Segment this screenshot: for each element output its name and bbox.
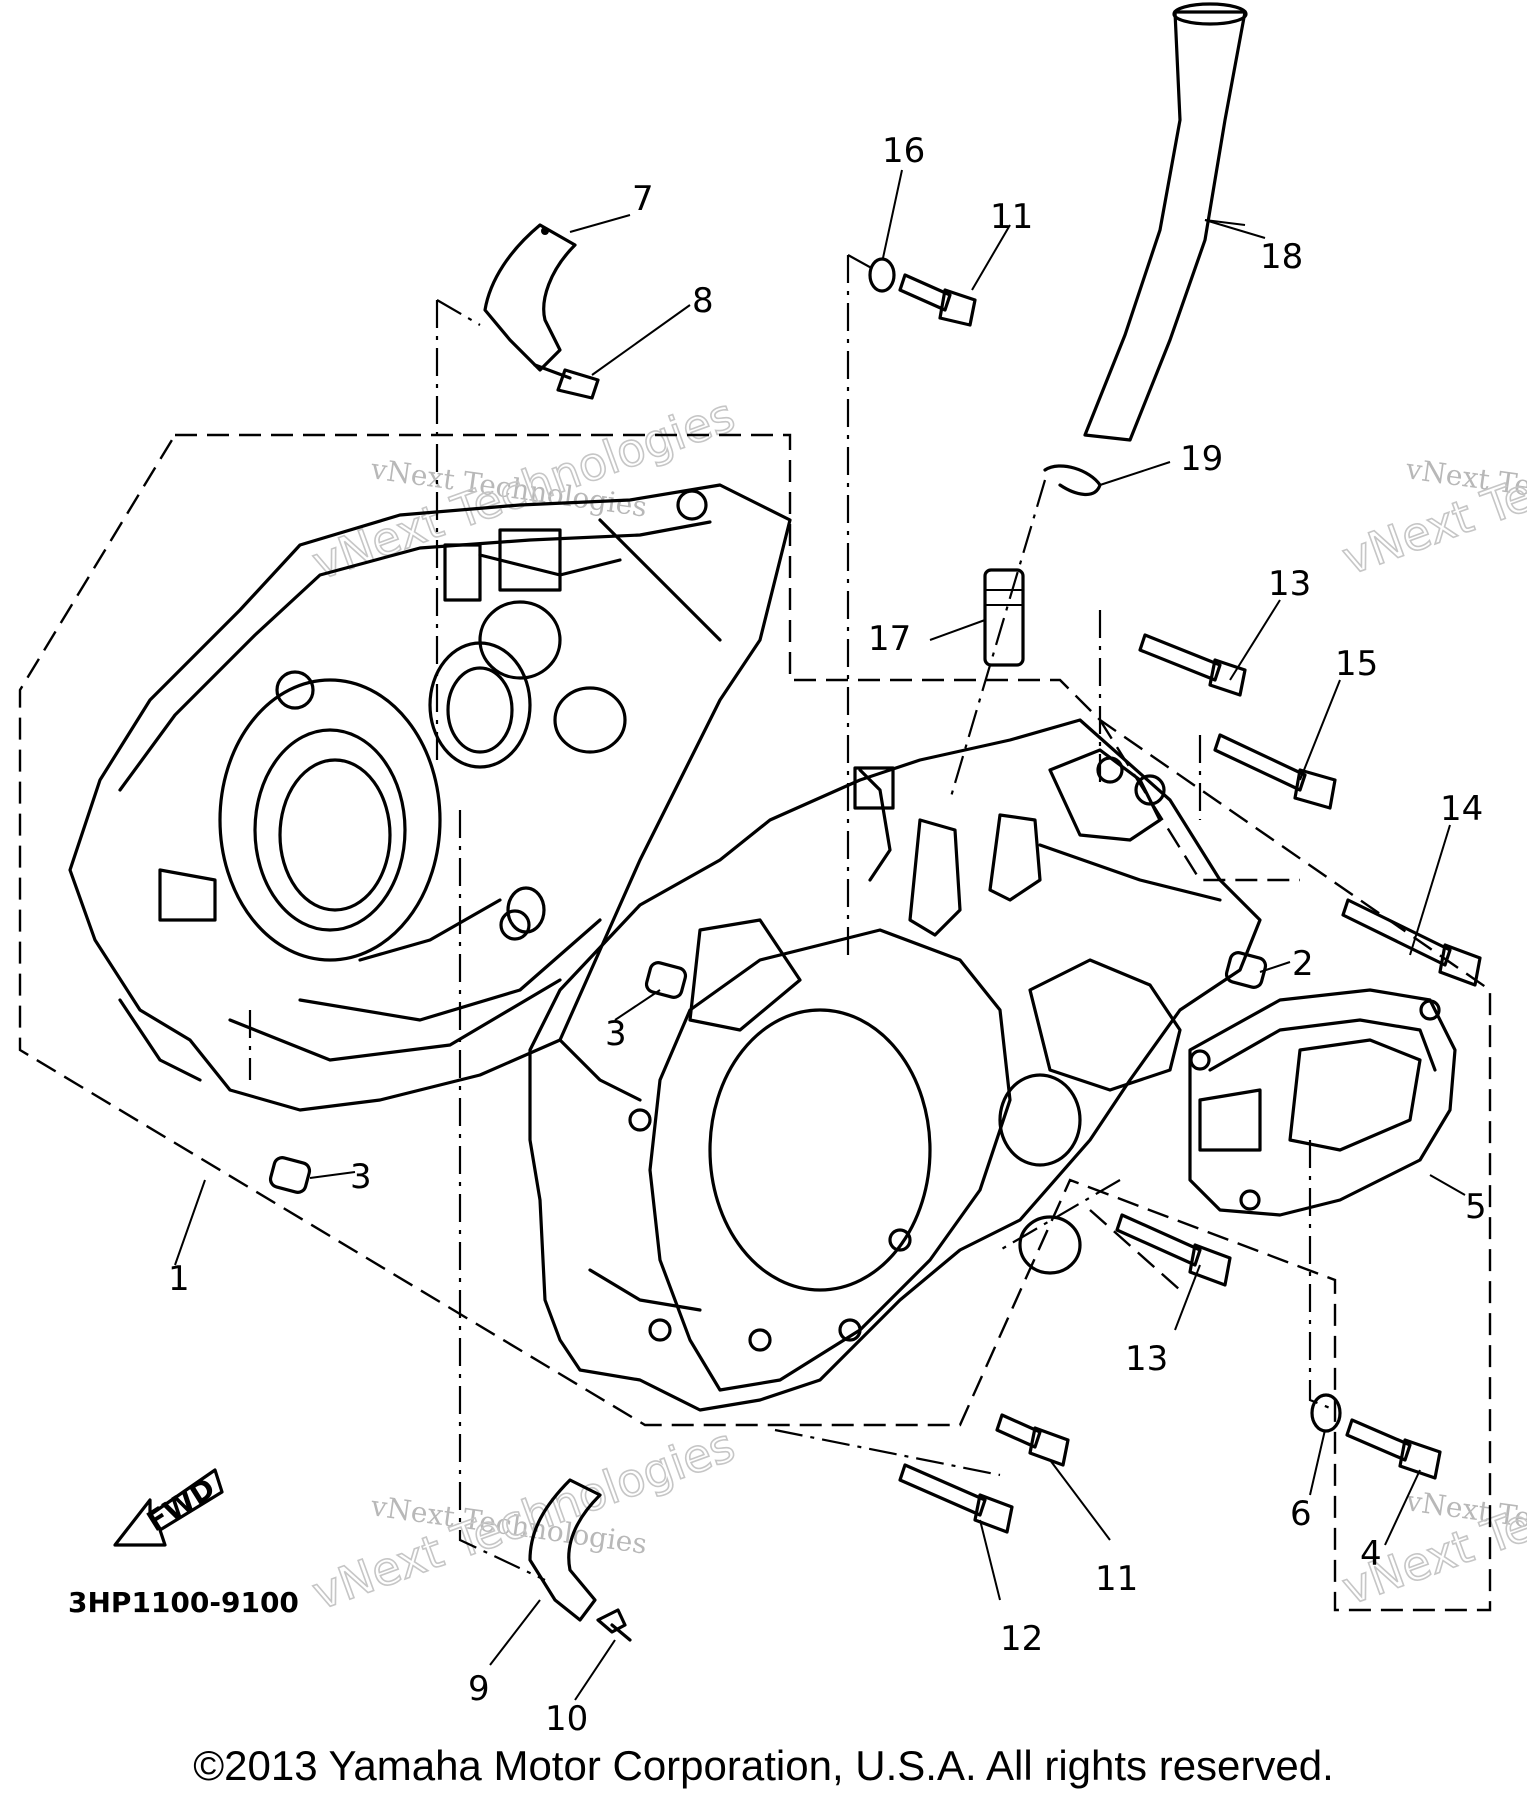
callout-labels: 1 2 3 3 4 5 6 7 8 9 10 11 11 12 13 13 14… — [168, 131, 1487, 1739]
callout-18: 18 — [1260, 237, 1303, 277]
dowel-2 — [1224, 951, 1268, 989]
callout-19: 19 — [1180, 439, 1223, 479]
bolt-13-upper — [1138, 633, 1247, 697]
callout-3: 3 — [605, 1014, 627, 1054]
oring — [506, 886, 546, 934]
bolt-13-lower — [1115, 1213, 1232, 1287]
callout-6: 6 — [1290, 1494, 1312, 1534]
callout-13: 13 — [1125, 1339, 1168, 1379]
part-17-hose-fitting — [983, 568, 1025, 667]
washer-6 — [1310, 1393, 1342, 1433]
dowel-3-upper — [644, 961, 688, 999]
washer-16 — [868, 257, 896, 293]
assembly-boundary-lines — [18, 433, 1492, 1612]
bolt-4 — [1345, 1418, 1442, 1480]
bolts — [268, 257, 1482, 1642]
callout-14: 14 — [1440, 789, 1483, 829]
part-18-breather-hose — [1083, 2, 1266, 442]
callout-7: 7 — [632, 179, 654, 219]
dowel-3-lower — [268, 1156, 312, 1194]
assembly-leader-lines — [248, 254, 1336, 1581]
callout-12: 12 — [1000, 1619, 1043, 1659]
bolt-11-lower — [995, 1413, 1070, 1467]
callout-3: 3 — [350, 1157, 372, 1197]
callout-16: 16 — [882, 131, 925, 171]
callout-10: 10 — [545, 1699, 588, 1739]
fwd-label: FWD — [141, 1471, 221, 1538]
callout-4: 4 — [1360, 1534, 1382, 1574]
left-crankcase-half — [68, 483, 792, 1112]
callout-2: 2 — [1292, 944, 1314, 984]
copyright-notice: ©2013 Yamaha Motor Corporation, U.S.A. A… — [193, 1742, 1334, 1789]
fwd-arrow-icon: FWD — [113, 1468, 224, 1547]
bolt-12 — [898, 1463, 1014, 1534]
bolt-11-upper — [898, 273, 977, 327]
callout-17: 17 — [868, 619, 911, 659]
part-5-cover — [1188, 988, 1457, 1217]
right-crankcase-half — [528, 718, 1262, 1412]
callout-11: 11 — [990, 197, 1033, 237]
bolt-14 — [1341, 898, 1482, 987]
callout-9: 9 — [468, 1669, 490, 1709]
callout-11: 11 — [1095, 1559, 1138, 1599]
callout-5: 5 — [1465, 1187, 1487, 1227]
callout-8: 8 — [692, 281, 714, 321]
model-code: 3HP1100-9100 — [68, 1586, 299, 1619]
part-7-bracket — [483, 223, 577, 372]
watermarks: vNext Technologies vNext Technologies vN… — [304, 382, 1527, 1621]
bolt-8 — [533, 363, 600, 400]
bolt-15 — [1213, 733, 1337, 810]
part-19-hose-clip — [1043, 464, 1102, 496]
callout-13: 13 — [1268, 564, 1311, 604]
callout-leaders — [174, 169, 1466, 1701]
bolt-10 — [596, 1608, 632, 1642]
part-9-bracket — [528, 1478, 602, 1622]
callout-15: 15 — [1335, 644, 1378, 684]
callout-1: 1 — [168, 1259, 190, 1299]
